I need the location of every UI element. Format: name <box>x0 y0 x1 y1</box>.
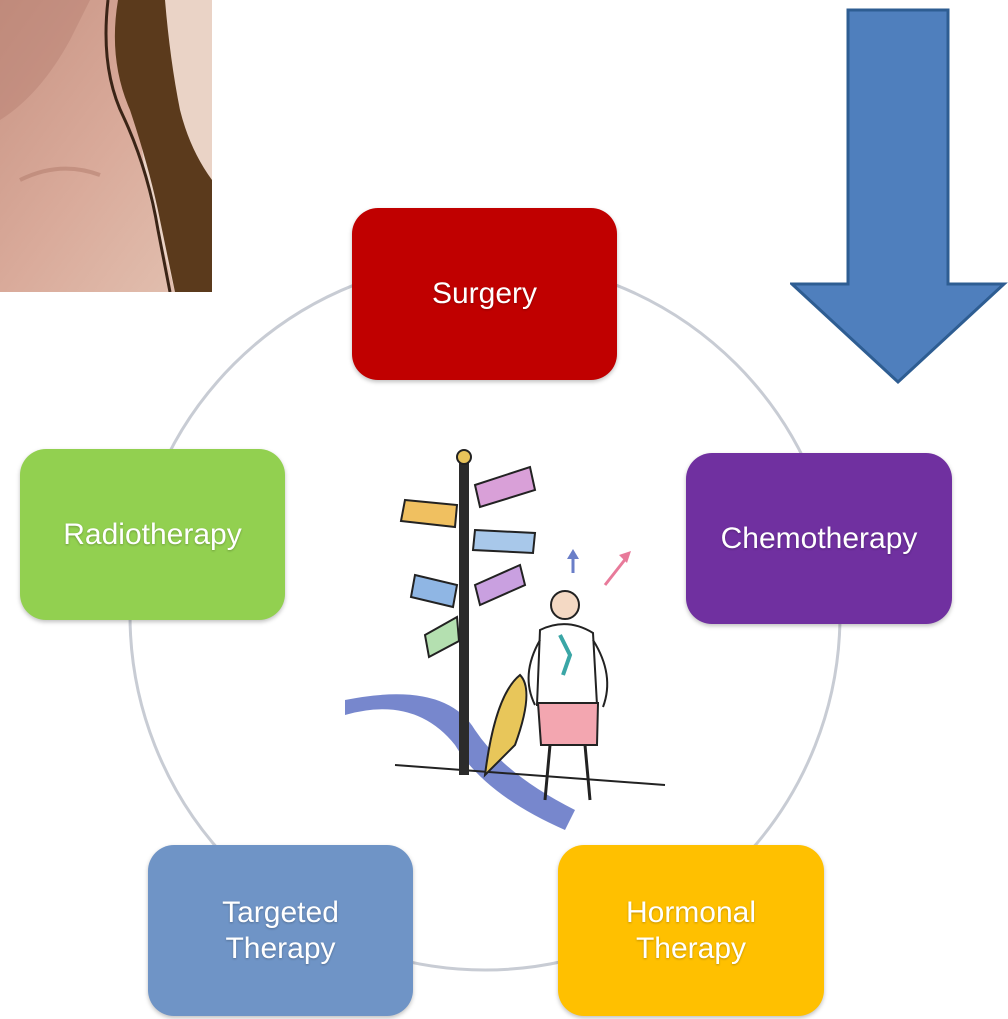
node-hormonal-therapy-label: Hormonal Therapy <box>626 895 756 967</box>
signpost-person-icon <box>335 445 675 845</box>
node-targeted-therapy: Targeted Therapy <box>148 845 413 1016</box>
node-radiotherapy-label: Radiotherapy <box>63 517 241 553</box>
node-chemotherapy-label: Chemotherapy <box>721 521 918 557</box>
down-arrow-icon <box>790 8 1008 388</box>
node-hormonal-therapy: Hormonal Therapy <box>558 845 824 1016</box>
node-surgery: Surgery <box>352 208 617 380</box>
node-radiotherapy: Radiotherapy <box>20 449 285 620</box>
node-surgery-label: Surgery <box>432 276 537 312</box>
node-targeted-therapy-label: Targeted Therapy <box>222 895 339 967</box>
node-chemotherapy: Chemotherapy <box>686 453 952 624</box>
